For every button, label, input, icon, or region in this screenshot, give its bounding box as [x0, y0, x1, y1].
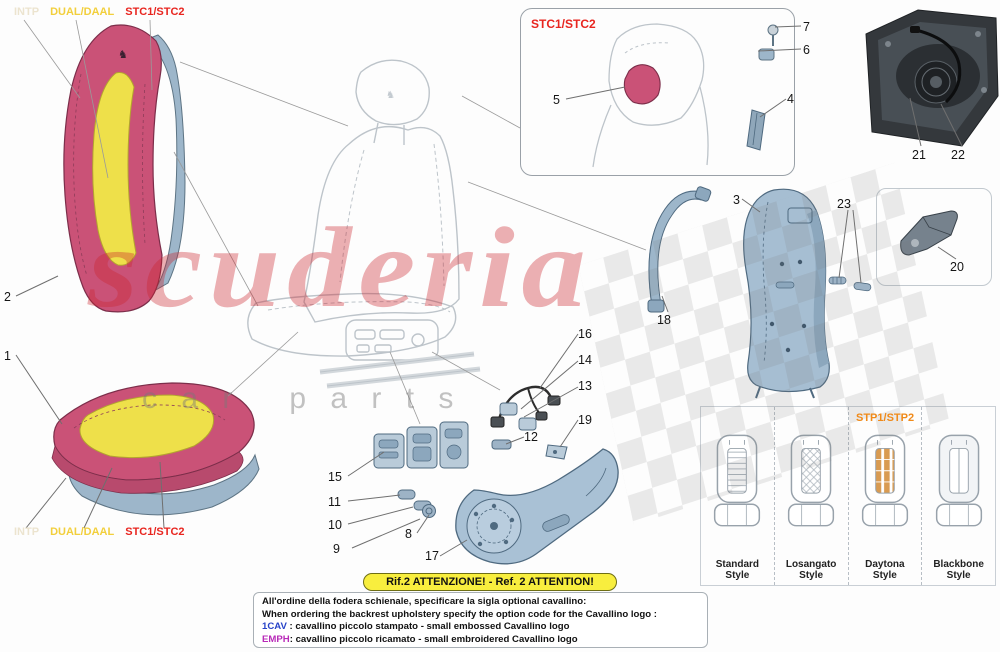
callout-8: 8	[405, 527, 412, 541]
backrest-shell-illustration	[743, 188, 830, 399]
seat-style-icon-blackbone	[935, 434, 982, 527]
note-option-1cav: 1CAV : cavallino piccolo stampato - smal…	[262, 621, 570, 632]
seat-style-icon-standard	[714, 434, 761, 527]
seat-style-icon-daytona	[861, 434, 908, 527]
callout-13: 13	[578, 379, 592, 393]
svg-text:♞: ♞	[386, 90, 395, 101]
full-seat-outline-illustration: ♞	[247, 59, 481, 389]
fastener-pair-illustration	[828, 276, 872, 292]
note-line-english: When ordering the backrest upholstery sp…	[262, 608, 657, 620]
rear-shelf-speaker-illustration	[865, 9, 999, 147]
side-trim-panel-illustration	[455, 448, 619, 565]
callout-16: 16	[578, 327, 592, 341]
option-codes-top: INTP DUAL/DAAL STC1/STC2	[14, 6, 185, 18]
nut-illustration	[422, 504, 436, 518]
code-dual-daal-top: DUAL/DAAL	[50, 6, 115, 18]
backrest-trim-illustration: ♞	[63, 24, 186, 313]
cavallino-note: All'ordine della fodera schienale, speci…	[253, 592, 708, 648]
headrest-inset-box: STC1/STC2	[520, 8, 795, 176]
code-stc1-stc2-bottom: STC1/STC2	[125, 526, 185, 538]
seat-cushion-trim-illustration	[51, 382, 260, 516]
inset-code-stc1-stc2: STC1/STC2	[531, 17, 596, 31]
attention-banner: Rif.2 ATTENZIONE! - Ref. 2 ATTENTION!	[363, 573, 617, 591]
headrest-inset-illustration	[592, 23, 779, 168]
bracket-20-illustration	[900, 210, 958, 256]
note-option-emph: EMPH: cavallino piccolo ricamato - small…	[262, 633, 578, 645]
callout-10: 10	[328, 518, 342, 532]
callout-17: 17	[425, 549, 439, 563]
code-intp-bottom: INTP	[14, 526, 40, 538]
micro-switches-illustration	[499, 402, 537, 431]
seat-style-icon-losangato	[788, 434, 835, 527]
tube-frame-illustration	[647, 186, 712, 313]
callout-11: 11	[328, 495, 341, 509]
code-intp-top: INTP	[14, 6, 40, 18]
bracket-20-box	[876, 188, 992, 286]
svg-text:♞: ♞	[118, 49, 128, 61]
callout-19: 19	[578, 413, 592, 427]
callout-6: 6	[803, 43, 810, 57]
code-dual-daal-bottom: DUAL/DAAL	[50, 526, 115, 538]
callout-1: 1	[4, 349, 11, 363]
option-codes-bottom: INTP DUAL/DAAL STC1/STC2	[14, 526, 185, 538]
note-line-italian: All'ordine della fodera schienale, speci…	[262, 596, 587, 607]
connector-parts-illustration	[397, 489, 432, 511]
callout-9: 9	[333, 542, 340, 556]
callout-2: 2	[4, 290, 11, 304]
callout-15: 15	[328, 470, 342, 484]
callout-14: 14	[578, 353, 592, 367]
callout-7: 7	[803, 20, 810, 34]
code-stp1-stp2: STP1/STP2	[856, 412, 915, 424]
code-stc1-stc2-top: STC1/STC2	[125, 6, 185, 18]
